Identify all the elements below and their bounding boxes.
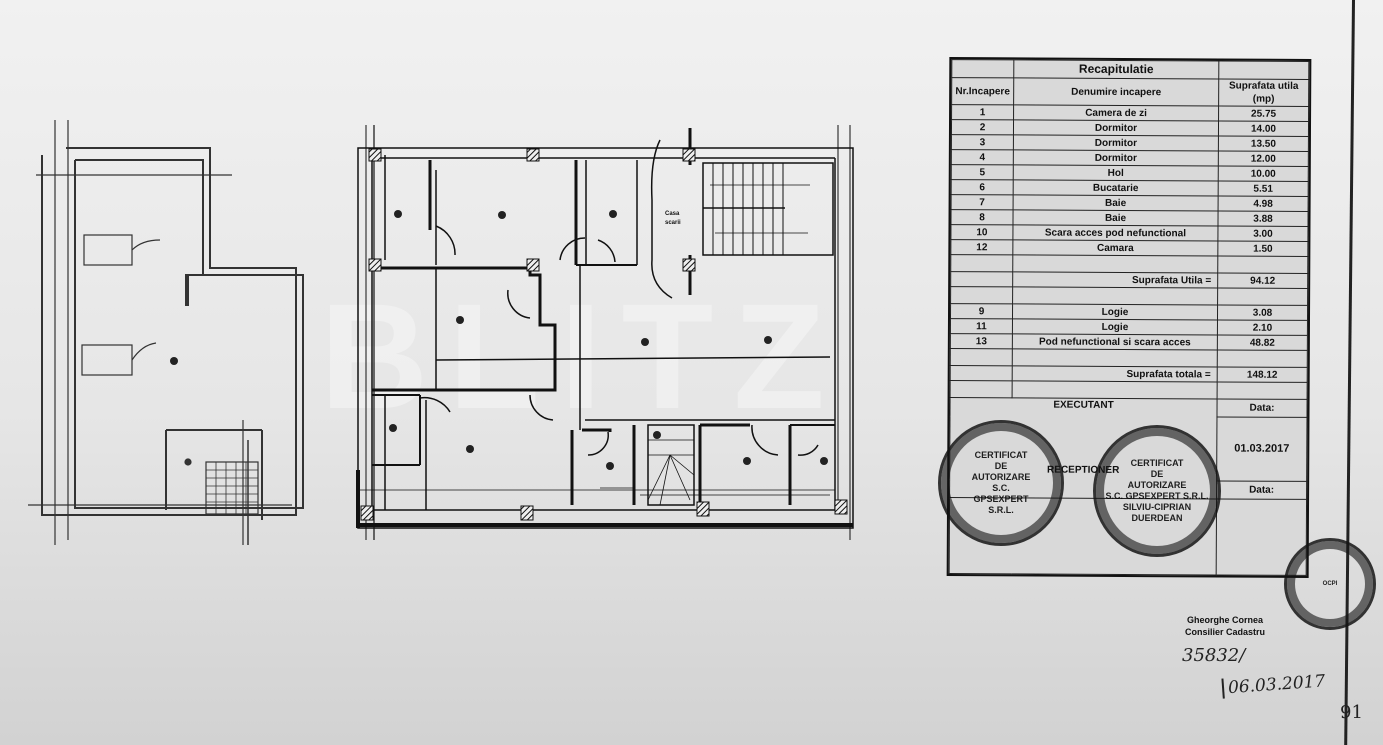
date-label-2: Data: <box>1216 480 1307 500</box>
header-nr: Nr.Incapere <box>951 77 1014 105</box>
floor-plans: Casa scarii <box>28 120 854 545</box>
date-label-1: Data: <box>1216 398 1308 418</box>
executant-label: EXECUTANT <box>1053 399 1114 411</box>
main-plan: Casa scarii <box>170 125 854 540</box>
watermark: BLITZ <box>320 272 845 440</box>
floor-plan-drawing: Casa scarii <box>28 120 854 545</box>
grand-total-label: Suprafata totala = <box>1012 365 1218 382</box>
useful-total-value: 94.12 <box>1217 272 1308 289</box>
authorization-stamp-1: CERTIFICAT DE AUTORIZARE S.C. GPSEXPERT … <box>938 420 1064 546</box>
handwritten-page-number: 91 <box>1340 702 1363 723</box>
signer-name: Gheorghe Cornea <box>1187 615 1264 625</box>
page-edge <box>1344 0 1355 745</box>
svg-text:scarii: scarii <box>665 220 681 226</box>
stair-label: Casa <box>665 211 680 217</box>
left-plan <box>28 120 304 545</box>
recap-title: Recapitulatie <box>1013 59 1219 79</box>
ocpi-stamp: OCPI <box>1284 538 1376 630</box>
authorization-stamp-2: CERTIFICAT DE AUTORIZARE S.C. GPSEXPERT … <box>1093 425 1221 557</box>
handwritten-reg-number: 35832/ <box>1182 645 1246 666</box>
header-name: Denumire incapere <box>1013 77 1219 106</box>
signer-block: Gheorghe Cornea Consilier Cadastru <box>1185 614 1265 638</box>
useful-total-label: Suprafata Utila = <box>1012 271 1218 288</box>
signer-role: Consilier Cadastru <box>1185 627 1266 637</box>
grand-total-value: 148.12 <box>1217 366 1308 383</box>
handwritten-reg-date: 06.03.2017 <box>1221 671 1326 699</box>
date-value: 01.03.2017 <box>1216 417 1307 482</box>
header-area: Suprafata utila (mp) <box>1218 78 1309 107</box>
